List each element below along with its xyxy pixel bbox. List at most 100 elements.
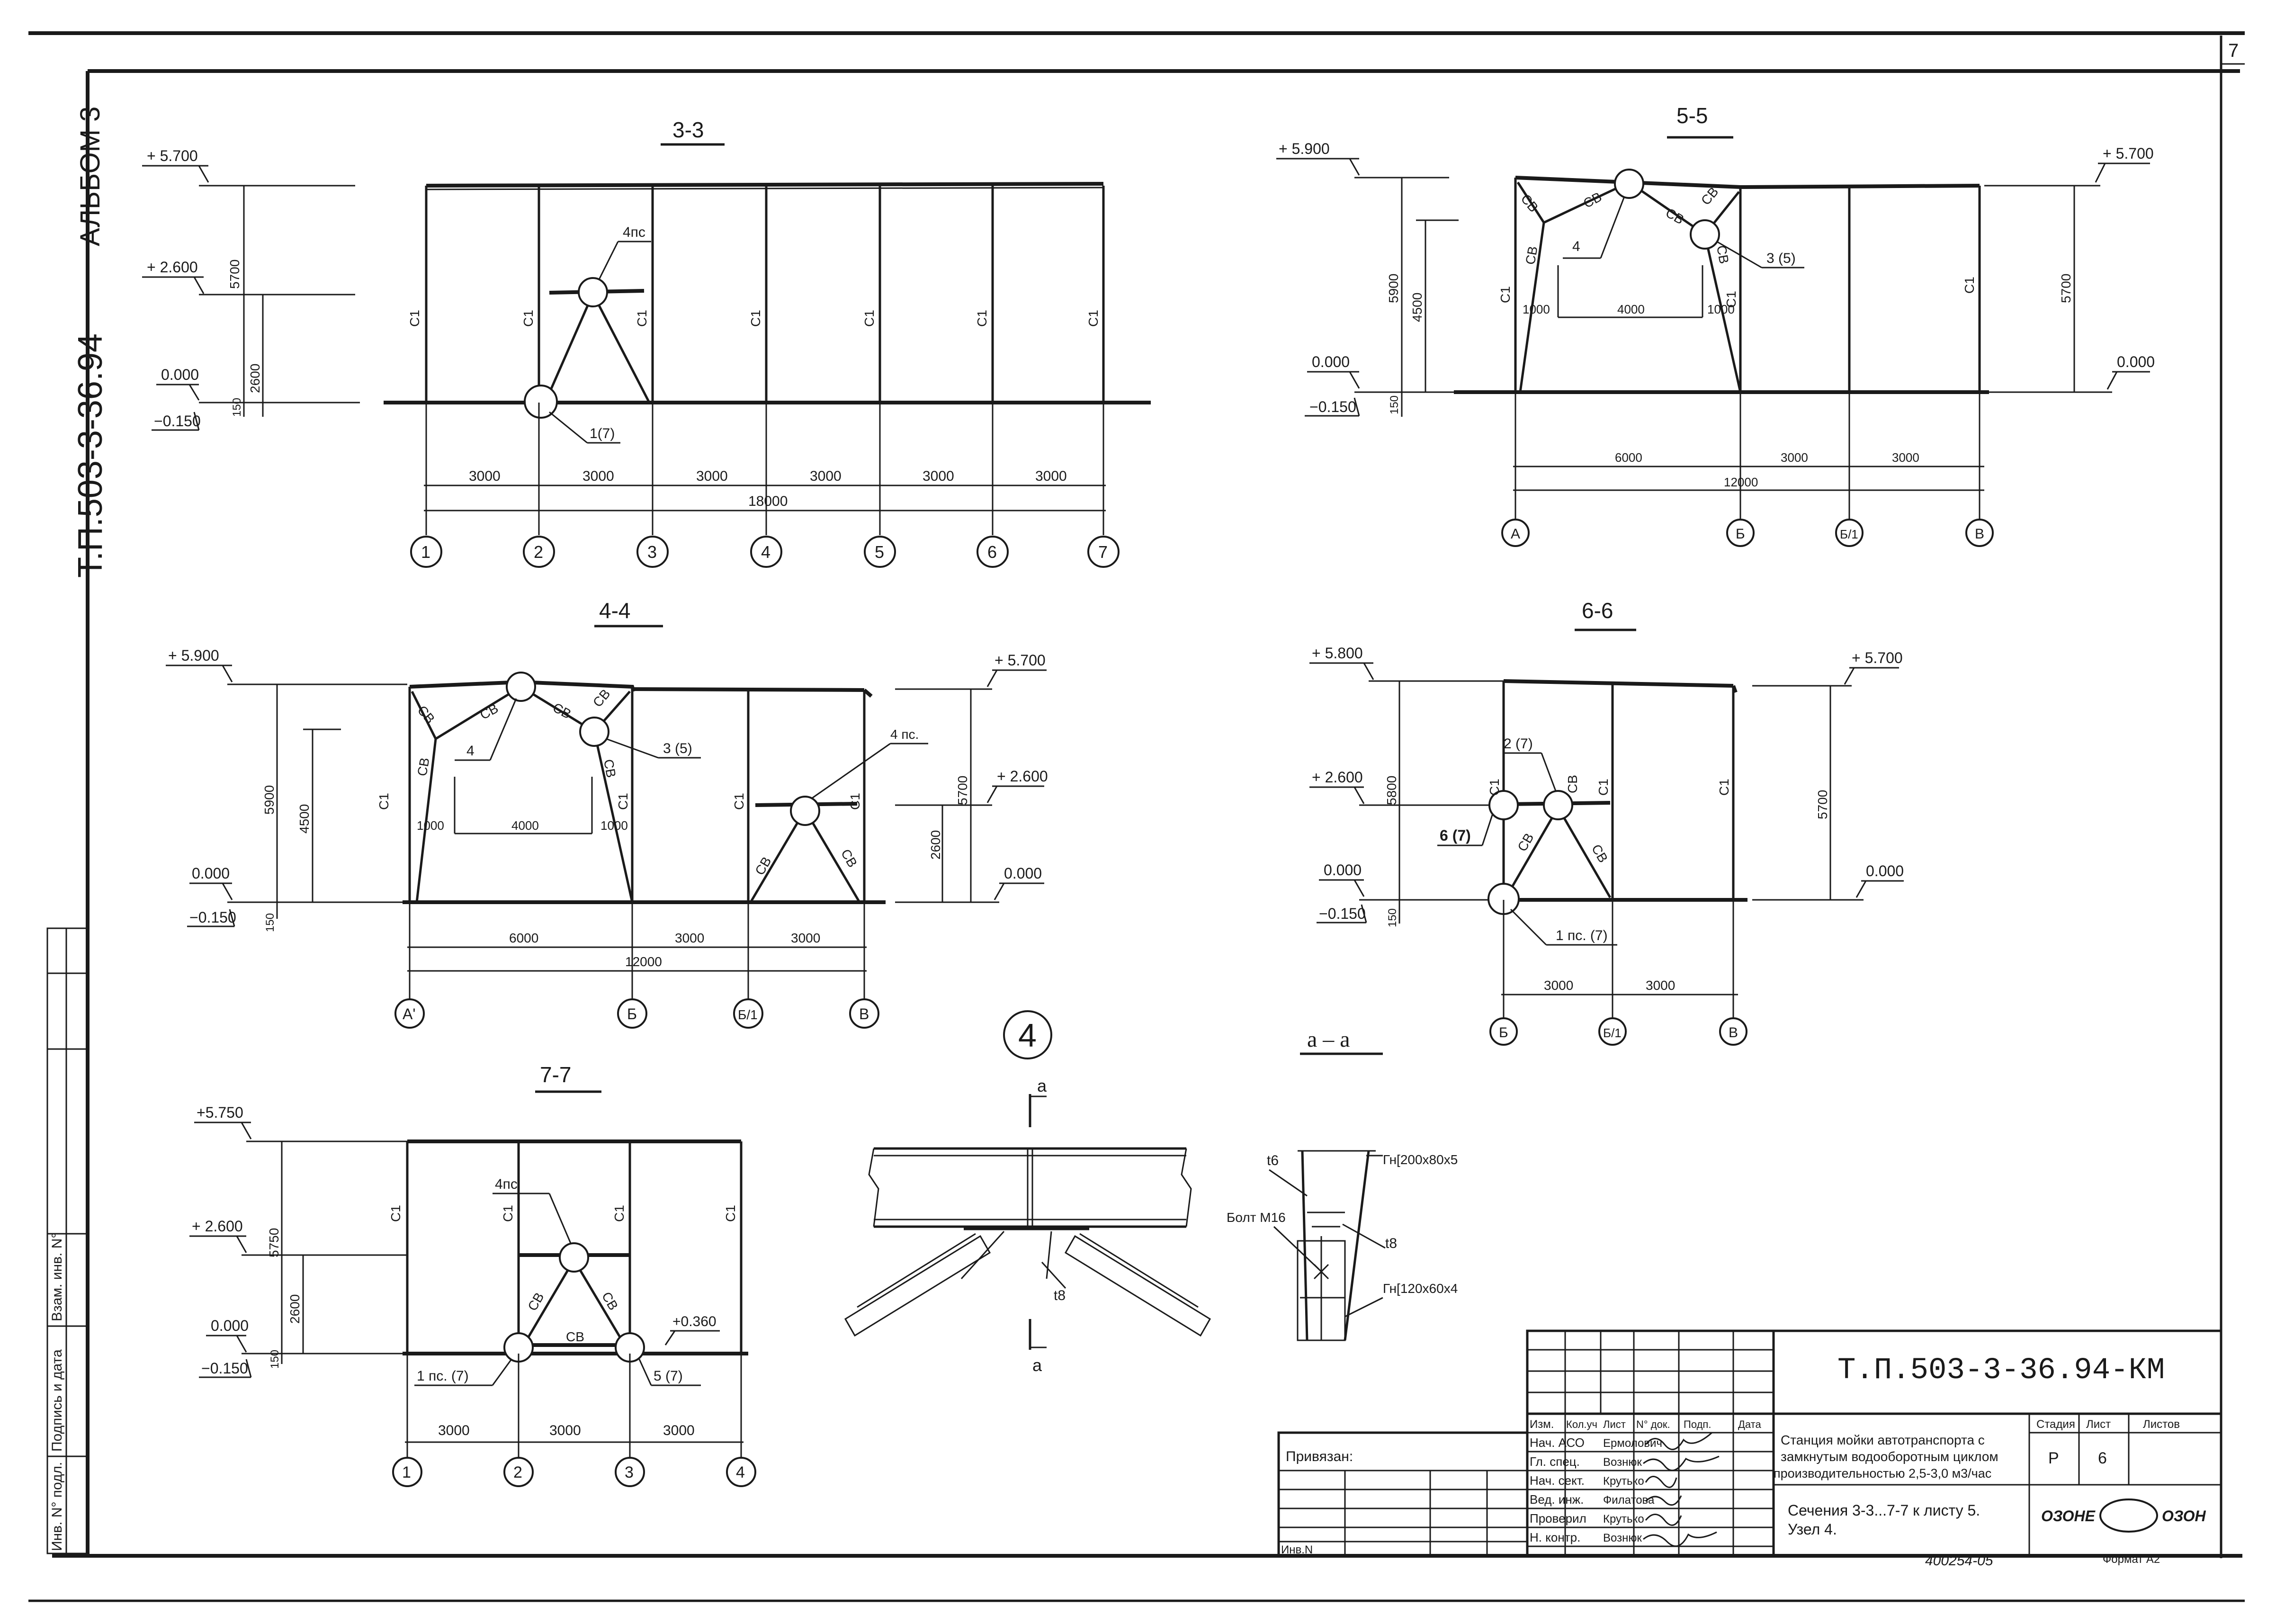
- label-t8-side: t8: [1385, 1236, 1397, 1251]
- axis-label: 4: [761, 542, 771, 562]
- axis-label: 5: [875, 542, 884, 562]
- svg-text:ОЗОНЕ: ОЗОНЕ: [2041, 1507, 2096, 1525]
- axis-label: А: [1511, 526, 1520, 542]
- level-5900: + 5.900: [168, 647, 219, 664]
- signature: [1645, 1432, 1712, 1450]
- axis-label: Б: [1736, 526, 1745, 542]
- name: Вознюк: [1603, 1532, 1642, 1544]
- level-5700: + 5.700: [995, 652, 1046, 669]
- header-cell: Дата: [1738, 1418, 1761, 1430]
- signature: [1645, 1514, 1682, 1526]
- node-number: 4: [1018, 1017, 1037, 1054]
- project-line: Станция мойки автотранспорта с: [1781, 1433, 1985, 1447]
- album-label: АЛЬБОМ 3: [75, 107, 106, 246]
- label-1pc-7: 1 пс. (7): [1556, 928, 1608, 943]
- brace-label: CB: [1565, 775, 1580, 793]
- status-head: Листов: [2143, 1418, 2180, 1431]
- header-cell: N° док.: [1636, 1418, 1670, 1430]
- total-dim: 18000: [748, 493, 788, 509]
- span-dim: 3000: [810, 468, 842, 484]
- label-4pc: 4пс: [623, 224, 645, 240]
- col-label: C1: [1962, 277, 1977, 294]
- section-7-7-title: 7-7: [540, 1062, 571, 1087]
- label-5-7: 5 (7): [654, 1368, 683, 1384]
- dim-4000: 4000: [1617, 302, 1645, 316]
- level-5700: + 5.700: [147, 147, 198, 164]
- col-label: C1: [1498, 286, 1513, 303]
- role: Нач. сект.: [1530, 1473, 1585, 1488]
- brace-label: CB: [1589, 842, 1611, 865]
- signature: [1645, 1495, 1682, 1506]
- level-zero-right: 0.000: [1866, 862, 1904, 879]
- project-line: производительностью 2,5-3,0 м3/час: [1774, 1466, 1991, 1480]
- level-5700: + 5.700: [2103, 145, 2154, 162]
- name: Вознюк: [1603, 1456, 1642, 1469]
- col-label: C1: [635, 310, 649, 327]
- axis-label: В: [1975, 526, 1984, 542]
- sheet-frame: 7 АЛЬБОМ 3 Т.П.503-3-36.94: [28, 31, 2245, 1602]
- col-label: C1: [723, 1205, 738, 1222]
- level-2600: + 2.600: [1312, 769, 1363, 786]
- node-4-detail: 4 а а t8 а – а: [844, 1010, 1458, 1375]
- section-5-5-title: 5-5: [1676, 103, 1708, 128]
- sheet-format: Формат А2: [2103, 1553, 2160, 1566]
- section-7-7: 7-7 +5.750 + 2.600 0.000 −0.150 5750 260…: [189, 1062, 756, 1487]
- col-label: C1: [1086, 310, 1101, 327]
- side-stamp-signature: Подпись и дата: [49, 1349, 65, 1452]
- dim-5700: 5700: [955, 776, 970, 805]
- sheet-title: Узел 4.: [1788, 1521, 1837, 1538]
- role: Н. контр.: [1530, 1530, 1580, 1544]
- brace-label: CB: [601, 758, 618, 779]
- brace-label: CB: [414, 756, 432, 777]
- axis-label: 3: [647, 542, 657, 562]
- org-logo: ОЗОНЕ ОЗОН: [2041, 1498, 2206, 1533]
- project-line: замкнутым водооборотным циклом: [1781, 1449, 1998, 1464]
- cut-mark: а: [1032, 1355, 1042, 1375]
- label-t8: t8: [1054, 1288, 1066, 1303]
- axis-label: 1: [421, 542, 430, 562]
- side-project-code: Т.П.503-3-36.94: [72, 333, 109, 578]
- col-label: C1: [975, 310, 989, 327]
- axis-label: Б/1: [1840, 527, 1858, 541]
- section-6-6: 6-6 + 5.800 + 5.700 + 2.600 0.000 −0.150…: [1309, 598, 1904, 1046]
- span-dim: 3000: [1646, 978, 1675, 993]
- brace-label: CB: [550, 700, 573, 722]
- dim-2600: 2600: [287, 1294, 302, 1324]
- status-head: Стадия: [2036, 1418, 2075, 1431]
- span-dim: 3000: [1544, 978, 1573, 993]
- level-2600: + 2.600: [997, 768, 1048, 785]
- dim-1000: 1000: [1707, 302, 1735, 316]
- name: Крутько: [1603, 1475, 1644, 1488]
- label-t6: t6: [1267, 1153, 1279, 1168]
- level-zero: 0.000: [211, 1317, 249, 1334]
- brace-label: CB: [752, 854, 774, 878]
- span-dim: 3000: [1035, 468, 1067, 484]
- section-4-4: 4-4 + 5.900 + 5.700 + 2.600 0.000 −0.150…: [166, 598, 1048, 1029]
- col-label: C1: [748, 310, 763, 327]
- dim-5750: 5750: [267, 1228, 281, 1257]
- brace-label: CB: [477, 701, 501, 723]
- level-zero: 0.000: [1312, 353, 1350, 370]
- col-label: C1: [612, 1205, 627, 1222]
- col-label: C1: [616, 793, 630, 810]
- label-gn120: Гн[120х60х4: [1383, 1281, 1458, 1296]
- section-3-3: 3-3 + 5.700 + 2.600 0.000 −0.150 5700 26…: [142, 117, 1151, 568]
- section-6-6-title: 6-6: [1582, 598, 1613, 623]
- role: Вед. инж.: [1530, 1492, 1584, 1507]
- dim-5700: 5700: [1815, 790, 1830, 819]
- span-dim: 3000: [1781, 450, 1808, 465]
- col-label: C1: [1724, 291, 1738, 308]
- label-3-5: 3 (5): [1766, 251, 1796, 266]
- brace-label: CB: [1581, 189, 1604, 211]
- axis-label: 2: [513, 1463, 522, 1481]
- axis-label: Б/1: [1603, 1026, 1622, 1040]
- level-2600: + 2.600: [147, 259, 198, 276]
- label-3-5: 3 (5): [663, 741, 692, 756]
- col-label: C1: [1596, 779, 1611, 796]
- dim-1000: 1000: [600, 818, 628, 833]
- brace-label: CB: [414, 703, 438, 727]
- label-2-7: 2 (7): [1504, 736, 1533, 752]
- level-5900: + 5.900: [1279, 140, 1330, 157]
- signature: [1643, 1455, 1720, 1471]
- brace-label: CB: [1523, 245, 1540, 266]
